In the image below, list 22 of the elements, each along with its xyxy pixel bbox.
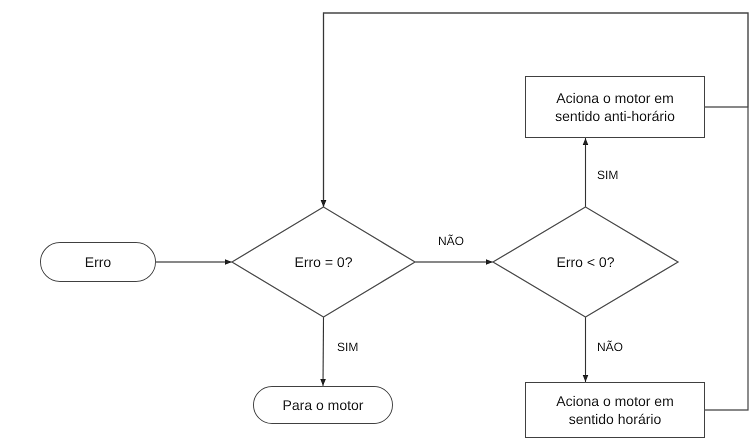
terminal-shape [253, 386, 393, 424]
decision-diamond [232, 207, 415, 317]
process-box [525, 382, 705, 438]
edge-label: NÃO [437, 234, 466, 248]
arrow [415, 259, 493, 265]
node-text: Erro = 0? [294, 252, 354, 272]
arrow [320, 317, 326, 386]
edge-label: NÃO [596, 340, 624, 354]
process-box [525, 76, 705, 138]
arrow [582, 317, 588, 382]
node-text: Aciona o motor em sentido horário [555, 392, 675, 428]
node-text: Aciona o motor em sentido anti-horário [554, 88, 676, 126]
edge-label: SIM [336, 340, 360, 354]
terminal-shape [40, 242, 156, 282]
arrow [582, 138, 588, 207]
arrow [156, 259, 232, 265]
arrow [320, 12, 749, 411]
node-text: Erro [84, 252, 112, 272]
node-text: Para o motor [282, 396, 364, 414]
decision-diamond [493, 207, 678, 317]
node-text: Erro < 0? [556, 252, 616, 272]
edge-label: SIM [596, 168, 620, 182]
